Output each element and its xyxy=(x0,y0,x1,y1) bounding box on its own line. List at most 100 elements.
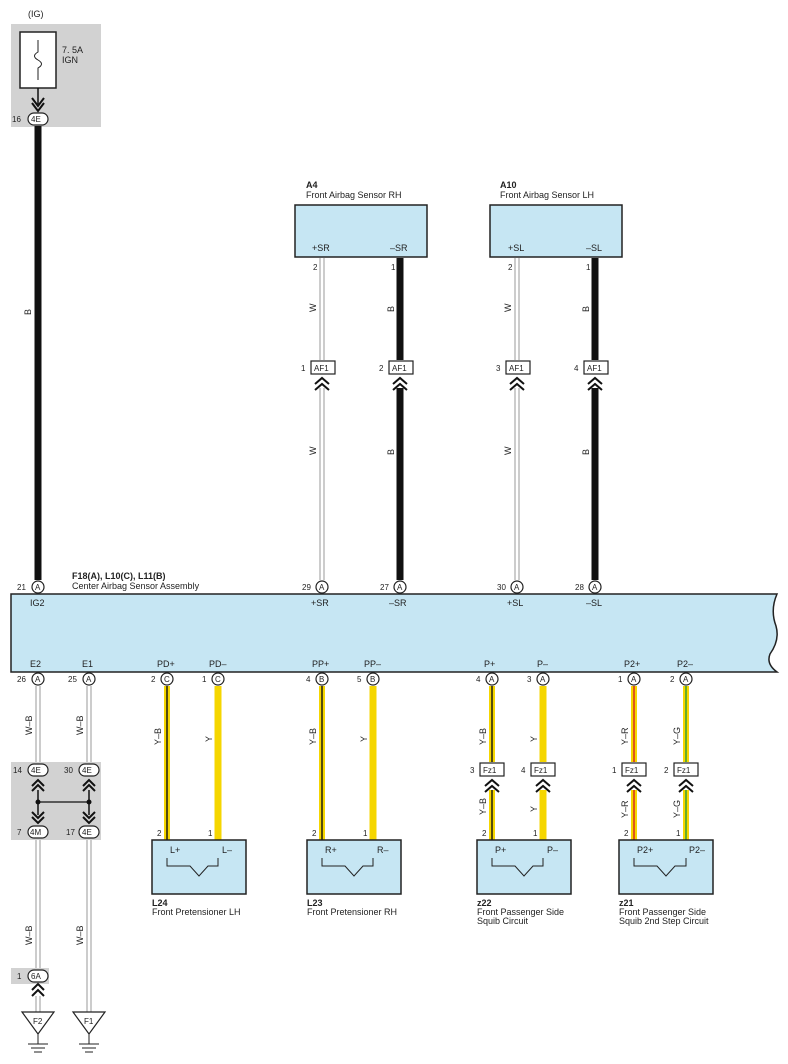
svg-text:2: 2 xyxy=(313,263,318,272)
svg-text:–SR: –SR xyxy=(390,243,408,253)
svg-text:Front Pretensioner RH: Front Pretensioner RH xyxy=(307,907,397,917)
svg-text:1: 1 xyxy=(612,766,617,775)
svg-text:3: 3 xyxy=(527,675,532,684)
svg-text:Fz1: Fz1 xyxy=(677,766,691,775)
svg-text:1: 1 xyxy=(586,263,591,272)
svg-text:4E: 4E xyxy=(31,115,41,124)
assembly-box xyxy=(10,593,780,673)
svg-text:4: 4 xyxy=(521,766,526,775)
svg-text:AF1: AF1 xyxy=(509,364,524,373)
svg-text:30: 30 xyxy=(497,583,506,592)
svg-text:2: 2 xyxy=(379,364,384,373)
svg-text:A: A xyxy=(397,583,403,592)
svg-text:PD–: PD– xyxy=(209,659,227,669)
fuse-rating: 7. 5A xyxy=(62,45,83,55)
svg-text:P–: P– xyxy=(537,659,548,669)
svg-text:1: 1 xyxy=(363,829,368,838)
fz1-connector xyxy=(621,762,647,777)
svg-text:Front Pretensioner LH: Front Pretensioner LH xyxy=(152,907,241,917)
svg-text:F1: F1 xyxy=(84,1017,94,1026)
svg-text:A: A xyxy=(514,583,520,592)
svg-text:26: 26 xyxy=(17,675,26,684)
svg-text:P+: P+ xyxy=(495,845,506,855)
svg-text:Y–B: Y–B xyxy=(478,798,488,815)
assembly-codes: F18(A), L10(C), L11(B) xyxy=(72,571,166,581)
svg-text:1: 1 xyxy=(676,829,681,838)
svg-text:+SL: +SL xyxy=(508,243,524,253)
svg-text:z22: z22 xyxy=(477,898,492,908)
svg-text:25: 25 xyxy=(68,675,77,684)
svg-text:A: A xyxy=(489,675,495,684)
svg-text:2: 2 xyxy=(624,829,629,838)
svg-text:Y–B: Y–B xyxy=(308,728,318,745)
sensor-rh-box xyxy=(294,204,428,258)
svg-text:Y: Y xyxy=(359,736,369,742)
svg-text:27: 27 xyxy=(380,583,389,592)
svg-text:30: 30 xyxy=(64,766,73,775)
svg-text:P2–: P2– xyxy=(689,845,705,855)
svg-text:A: A xyxy=(35,675,41,684)
svg-text:B: B xyxy=(581,449,591,455)
svg-text:P+: P+ xyxy=(484,659,495,669)
svg-text:AF1: AF1 xyxy=(587,364,602,373)
svg-text:P2–: P2– xyxy=(677,659,693,669)
af1-connector xyxy=(505,360,531,375)
svg-text:IG2: IG2 xyxy=(30,598,45,608)
svg-text:R+: R+ xyxy=(325,845,337,855)
svg-text:PD+: PD+ xyxy=(157,659,175,669)
sensor-lh-code: A10 xyxy=(500,180,517,190)
svg-text:4: 4 xyxy=(306,675,311,684)
svg-text:Fz1: Fz1 xyxy=(625,766,639,775)
svg-text:W: W xyxy=(308,303,318,312)
svg-text:4: 4 xyxy=(476,675,481,684)
svg-text:7: 7 xyxy=(17,828,22,837)
svg-text:14: 14 xyxy=(13,766,22,775)
svg-text:PP+: PP+ xyxy=(312,659,329,669)
svg-text:Y–B: Y–B xyxy=(478,728,488,745)
af1-connector xyxy=(310,360,336,375)
svg-text:3: 3 xyxy=(496,364,501,373)
sensor-rh-code: A4 xyxy=(306,180,318,190)
svg-text:W–B: W–B xyxy=(24,925,34,945)
svg-text:R–: R– xyxy=(377,845,389,855)
svg-text:+SR: +SR xyxy=(311,598,329,608)
svg-text:29: 29 xyxy=(302,583,311,592)
svg-text:+SR: +SR xyxy=(312,243,330,253)
svg-text:28: 28 xyxy=(575,583,584,592)
svg-text:P–: P– xyxy=(547,845,558,855)
ig-label: (IG) xyxy=(28,9,44,19)
svg-text:W: W xyxy=(308,446,318,455)
af1-connector xyxy=(388,360,414,375)
svg-text:1: 1 xyxy=(533,829,538,838)
svg-text:L24: L24 xyxy=(152,898,168,908)
svg-text:1: 1 xyxy=(208,829,213,838)
svg-text:Y–G: Y–G xyxy=(672,727,682,745)
svg-text:W: W xyxy=(503,303,513,312)
svg-text:z21: z21 xyxy=(619,898,634,908)
ground-f1-icon: F1 xyxy=(71,1011,107,1053)
svg-text:Front Passenger Side: Front Passenger Side xyxy=(477,907,564,917)
svg-text:Front Passenger Side: Front Passenger Side xyxy=(619,907,706,917)
svg-text:Y–R: Y–R xyxy=(620,727,630,745)
svg-text:Y–B: Y–B xyxy=(153,728,163,745)
svg-text:W–B: W–B xyxy=(75,715,85,735)
svg-text:Y: Y xyxy=(529,806,539,812)
svg-text:5: 5 xyxy=(357,675,362,684)
svg-text:F2: F2 xyxy=(33,1017,43,1026)
svg-text:L23: L23 xyxy=(307,898,323,908)
svg-text:A: A xyxy=(540,675,546,684)
svg-text:2: 2 xyxy=(312,829,317,838)
svg-text:P2+: P2+ xyxy=(624,659,640,669)
svg-text:4E: 4E xyxy=(82,828,92,837)
component-z22-box xyxy=(476,839,572,895)
svg-text:E2: E2 xyxy=(30,659,41,669)
svg-text:A: A xyxy=(35,583,41,592)
svg-text:PP–: PP– xyxy=(364,659,381,669)
wire-label-ig: B xyxy=(23,309,33,315)
component-l23-box xyxy=(306,839,402,895)
svg-text:Y–R: Y–R xyxy=(620,800,630,818)
svg-text:2: 2 xyxy=(670,675,675,684)
svg-text:2: 2 xyxy=(508,263,513,272)
svg-text:4E: 4E xyxy=(82,766,92,775)
svg-text:E1: E1 xyxy=(82,659,93,669)
